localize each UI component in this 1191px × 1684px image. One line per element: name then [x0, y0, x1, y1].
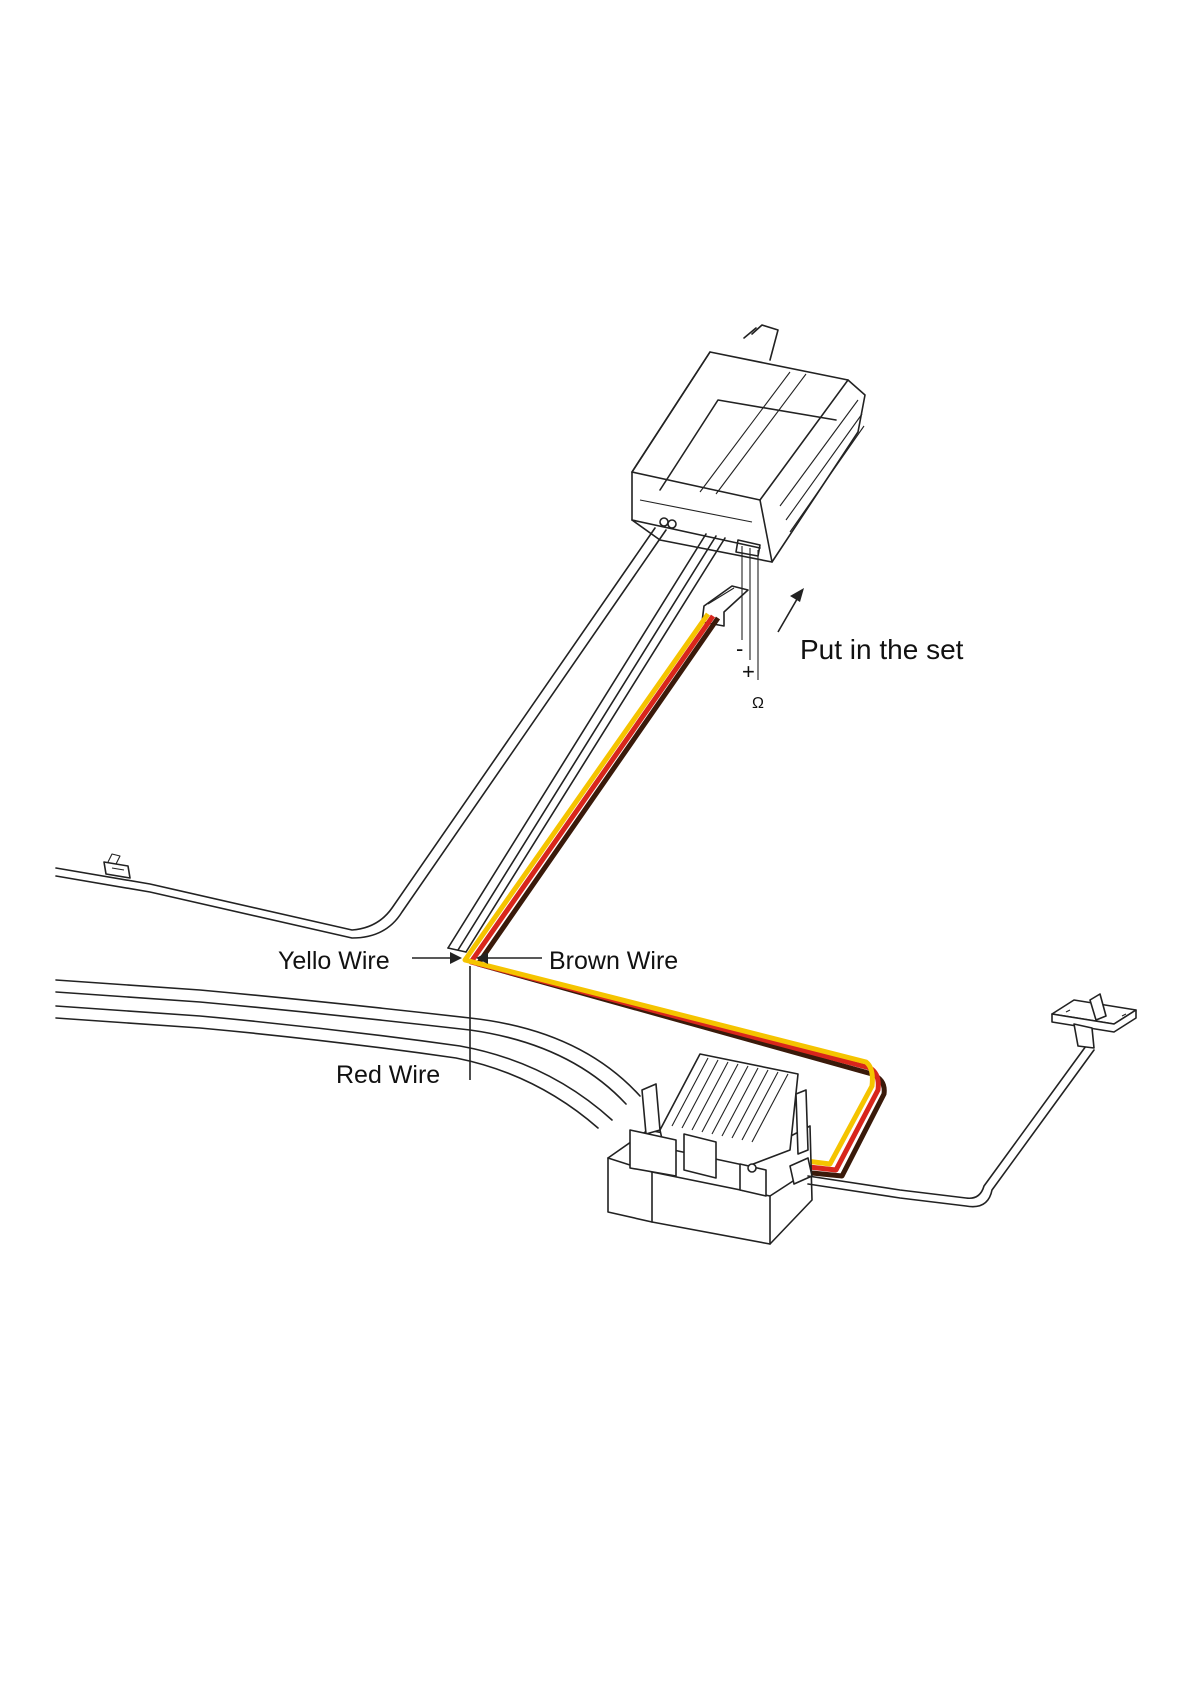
put-in-set-arrow — [778, 588, 804, 632]
plus-pin-label: + — [742, 659, 755, 684]
brown-wire-arrow — [476, 952, 542, 964]
red-wire — [471, 616, 878, 1170]
power-switch — [1052, 994, 1136, 1048]
power-cables — [56, 980, 640, 1128]
brown-wire-label: Brown Wire — [549, 947, 678, 975]
yellow-wire-arrow — [412, 952, 462, 964]
put-in-set-label: Put in the set — [800, 634, 964, 665]
receiver-module — [632, 325, 865, 562]
signal-pin-label: Ω — [752, 695, 764, 712]
minus-pin-label: - — [736, 636, 743, 661]
red-wire-label: Red Wire — [336, 1061, 440, 1089]
left-plug — [104, 854, 130, 878]
yellow-wire-label: Yello Wire — [278, 947, 390, 975]
esc-unit — [608, 1054, 812, 1244]
three-wire-lead — [465, 614, 884, 1176]
